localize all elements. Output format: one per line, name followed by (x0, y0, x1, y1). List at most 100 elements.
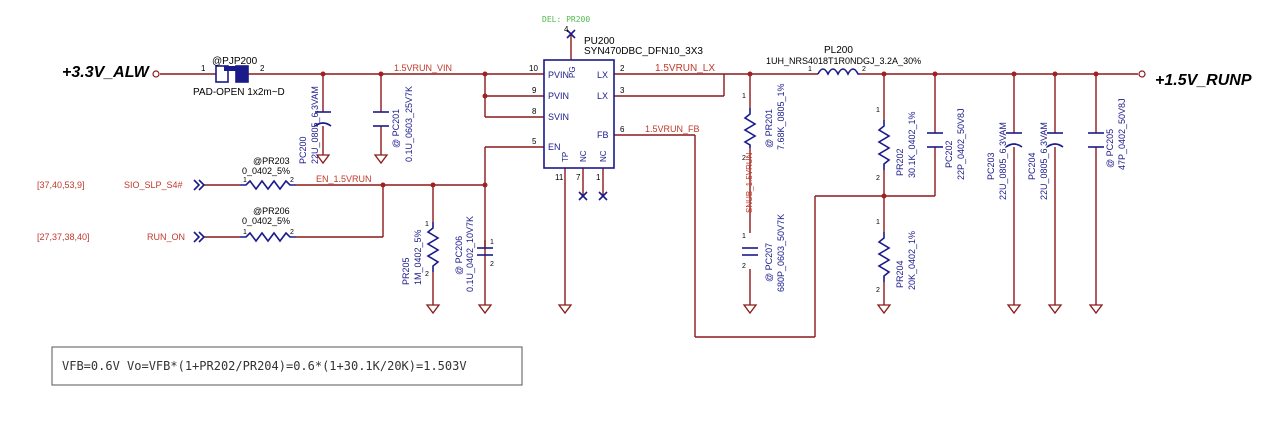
pr203-ref: @PR203 (253, 156, 290, 166)
pr206-ref: @PR206 (253, 206, 290, 216)
pl200-value: 1UH_NRS4018T1R0NDGJ_3.2A_30% (766, 56, 921, 66)
pc204-value: 22U_0805_6.3VAM (1039, 122, 1049, 200)
pin-num-3: 3 (620, 86, 625, 95)
pr205-ground-icon (425, 304, 441, 315)
net-en-label: EN_1.5VRUN (316, 174, 372, 184)
sio-port-refs: [37,40,53,9] (37, 180, 85, 190)
net-fb-label: 1.5VRUN_FB (645, 124, 700, 134)
pjp200-pin1: 1 (201, 64, 206, 73)
pr206-value: 0_0402_5% (242, 216, 290, 226)
sio-port-arrow-icon (193, 179, 206, 191)
pin-num-11: 11 (555, 173, 564, 182)
tp-ground-icon (557, 304, 573, 315)
pin-num-9: 9 (532, 86, 537, 95)
net-lx-label: 1.5VRUN_LX (655, 63, 715, 74)
net-snub-label: SNUB_1.5VRUN (745, 152, 754, 213)
pc202-capacitor-icon (927, 132, 943, 148)
pin-en: EN (548, 142, 561, 152)
pu200-del-note: DEL: PR200 (542, 15, 590, 24)
pc205-value: 47P_0402_50V8J (1117, 98, 1127, 170)
pc200-ref: PC200 (298, 136, 308, 164)
pin-lx-b: LX (597, 91, 608, 101)
pc207-ground-icon (742, 304, 758, 315)
pc204-ref: PC204 (1027, 152, 1037, 180)
pc204-capacitor-icon (1046, 132, 1064, 148)
pc200-value: 22U_0805_6.3VAM (310, 86, 320, 164)
pc203-value: 22U_0805_6.3VAM (998, 122, 1008, 200)
pin-num-7: 7 (576, 173, 581, 182)
pr204-ref: PR204 (895, 260, 905, 288)
pin-num-8: 8 (532, 107, 537, 116)
pr203-pin1: 1 (243, 177, 247, 184)
input-rail-label: +3.3V_ALW (62, 64, 151, 81)
pin-nc2: NC (599, 150, 608, 162)
pjp200-pin2: 2 (260, 64, 265, 73)
pr203-value: 0_0402_5% (242, 166, 290, 176)
pr206-pin1: 1 (243, 229, 247, 236)
pr203-resistor-icon (240, 179, 296, 191)
pc206-capacitor-icon (477, 247, 493, 256)
pr202-pin2: 2 (876, 175, 880, 182)
output-terminal-icon (1138, 70, 1146, 78)
pr202-pin1: 1 (876, 107, 880, 114)
pr204-pin1: 1 (876, 219, 880, 226)
pin-tp: TP (561, 152, 570, 162)
pr203-pin2: 2 (290, 177, 294, 184)
pin-num-6: 6 (620, 125, 625, 134)
pc203-ref: PC203 (986, 152, 996, 180)
pl200-ref: PL200 (824, 45, 853, 56)
pr202-resistor-icon (877, 120, 891, 170)
pc201-value: 0.1U_0603_25V7K (404, 86, 414, 162)
pin-nc1: NC (579, 150, 588, 162)
pr204-resistor-icon (877, 232, 891, 282)
pc201-ref: @ PC201 (391, 109, 401, 148)
pr204-ground-icon (876, 304, 892, 315)
pc207-pin1: 1 (742, 233, 746, 240)
pin-fb: FB (597, 130, 609, 140)
pr205-value: 1M_0402_5% (413, 229, 423, 285)
pc207-value: 680P_0603_50V7K (776, 214, 786, 292)
pc206-pin2: 2 (490, 261, 494, 268)
pin-lx-a: LX (597, 70, 608, 80)
pr205-resistor-icon (426, 222, 440, 272)
run-port-label: RUN_ON (147, 232, 185, 242)
pc206-ground-icon (477, 304, 493, 315)
pin-num-4: 4 (564, 25, 569, 34)
pin-svin: SVIN (548, 112, 569, 122)
pc203-capacitor-icon (1005, 132, 1023, 148)
pr201-pin2: 2 (742, 155, 746, 162)
pc204-ground-icon (1047, 304, 1063, 315)
pin-num-1: 1 (596, 173, 601, 182)
pc203-ground-icon (1006, 304, 1022, 315)
pr204-pin2: 2 (876, 287, 880, 294)
pr204-value: 20K_0402_1% (907, 231, 917, 290)
pr202-ref: PR202 (895, 148, 905, 176)
pc202-ref: PC202 (944, 140, 954, 168)
pc201-ground-icon (373, 154, 389, 165)
pr205-pin2: 2 (425, 271, 429, 278)
pin-pvin-b: PVIN (548, 91, 569, 101)
formula-note: VFB=0.6V Vo=VFB*(1+PR202/PR204)=0.6*(1+3… (62, 359, 467, 373)
pr206-resistor-icon (240, 231, 296, 243)
pjp200-jumper (215, 65, 249, 83)
pin-num-10: 10 (529, 64, 538, 73)
pin-pvin-a: PVIN (548, 70, 569, 80)
run-port-refs: [27,37,38,40] (37, 232, 90, 242)
pu200-part: SYN470DBC_DFN10_3X3 (584, 46, 703, 57)
wires (160, 34, 1138, 338)
pu200-body (543, 59, 615, 169)
pc206-ref: @ PC206 (454, 236, 464, 275)
pl200-pin2: 2 (862, 66, 866, 73)
run-port-arrow-icon (193, 231, 206, 243)
junctions (320, 71, 1099, 199)
pc206-pin1: 1 (490, 239, 494, 246)
pu200-ref: PU200 (584, 36, 615, 47)
pr201-value: 7.68K_0805_1% (776, 83, 786, 150)
sio-port-label: SIO_SLP_S4# (124, 180, 183, 190)
pl200-pin1: 1 (808, 66, 812, 73)
pr202-value: 30.1K_0402_1% (907, 111, 917, 178)
pc207-capacitor-icon (742, 247, 758, 256)
pg-nc-cross-icon (566, 29, 576, 39)
pr201-ref: @ PR201 (764, 109, 774, 148)
